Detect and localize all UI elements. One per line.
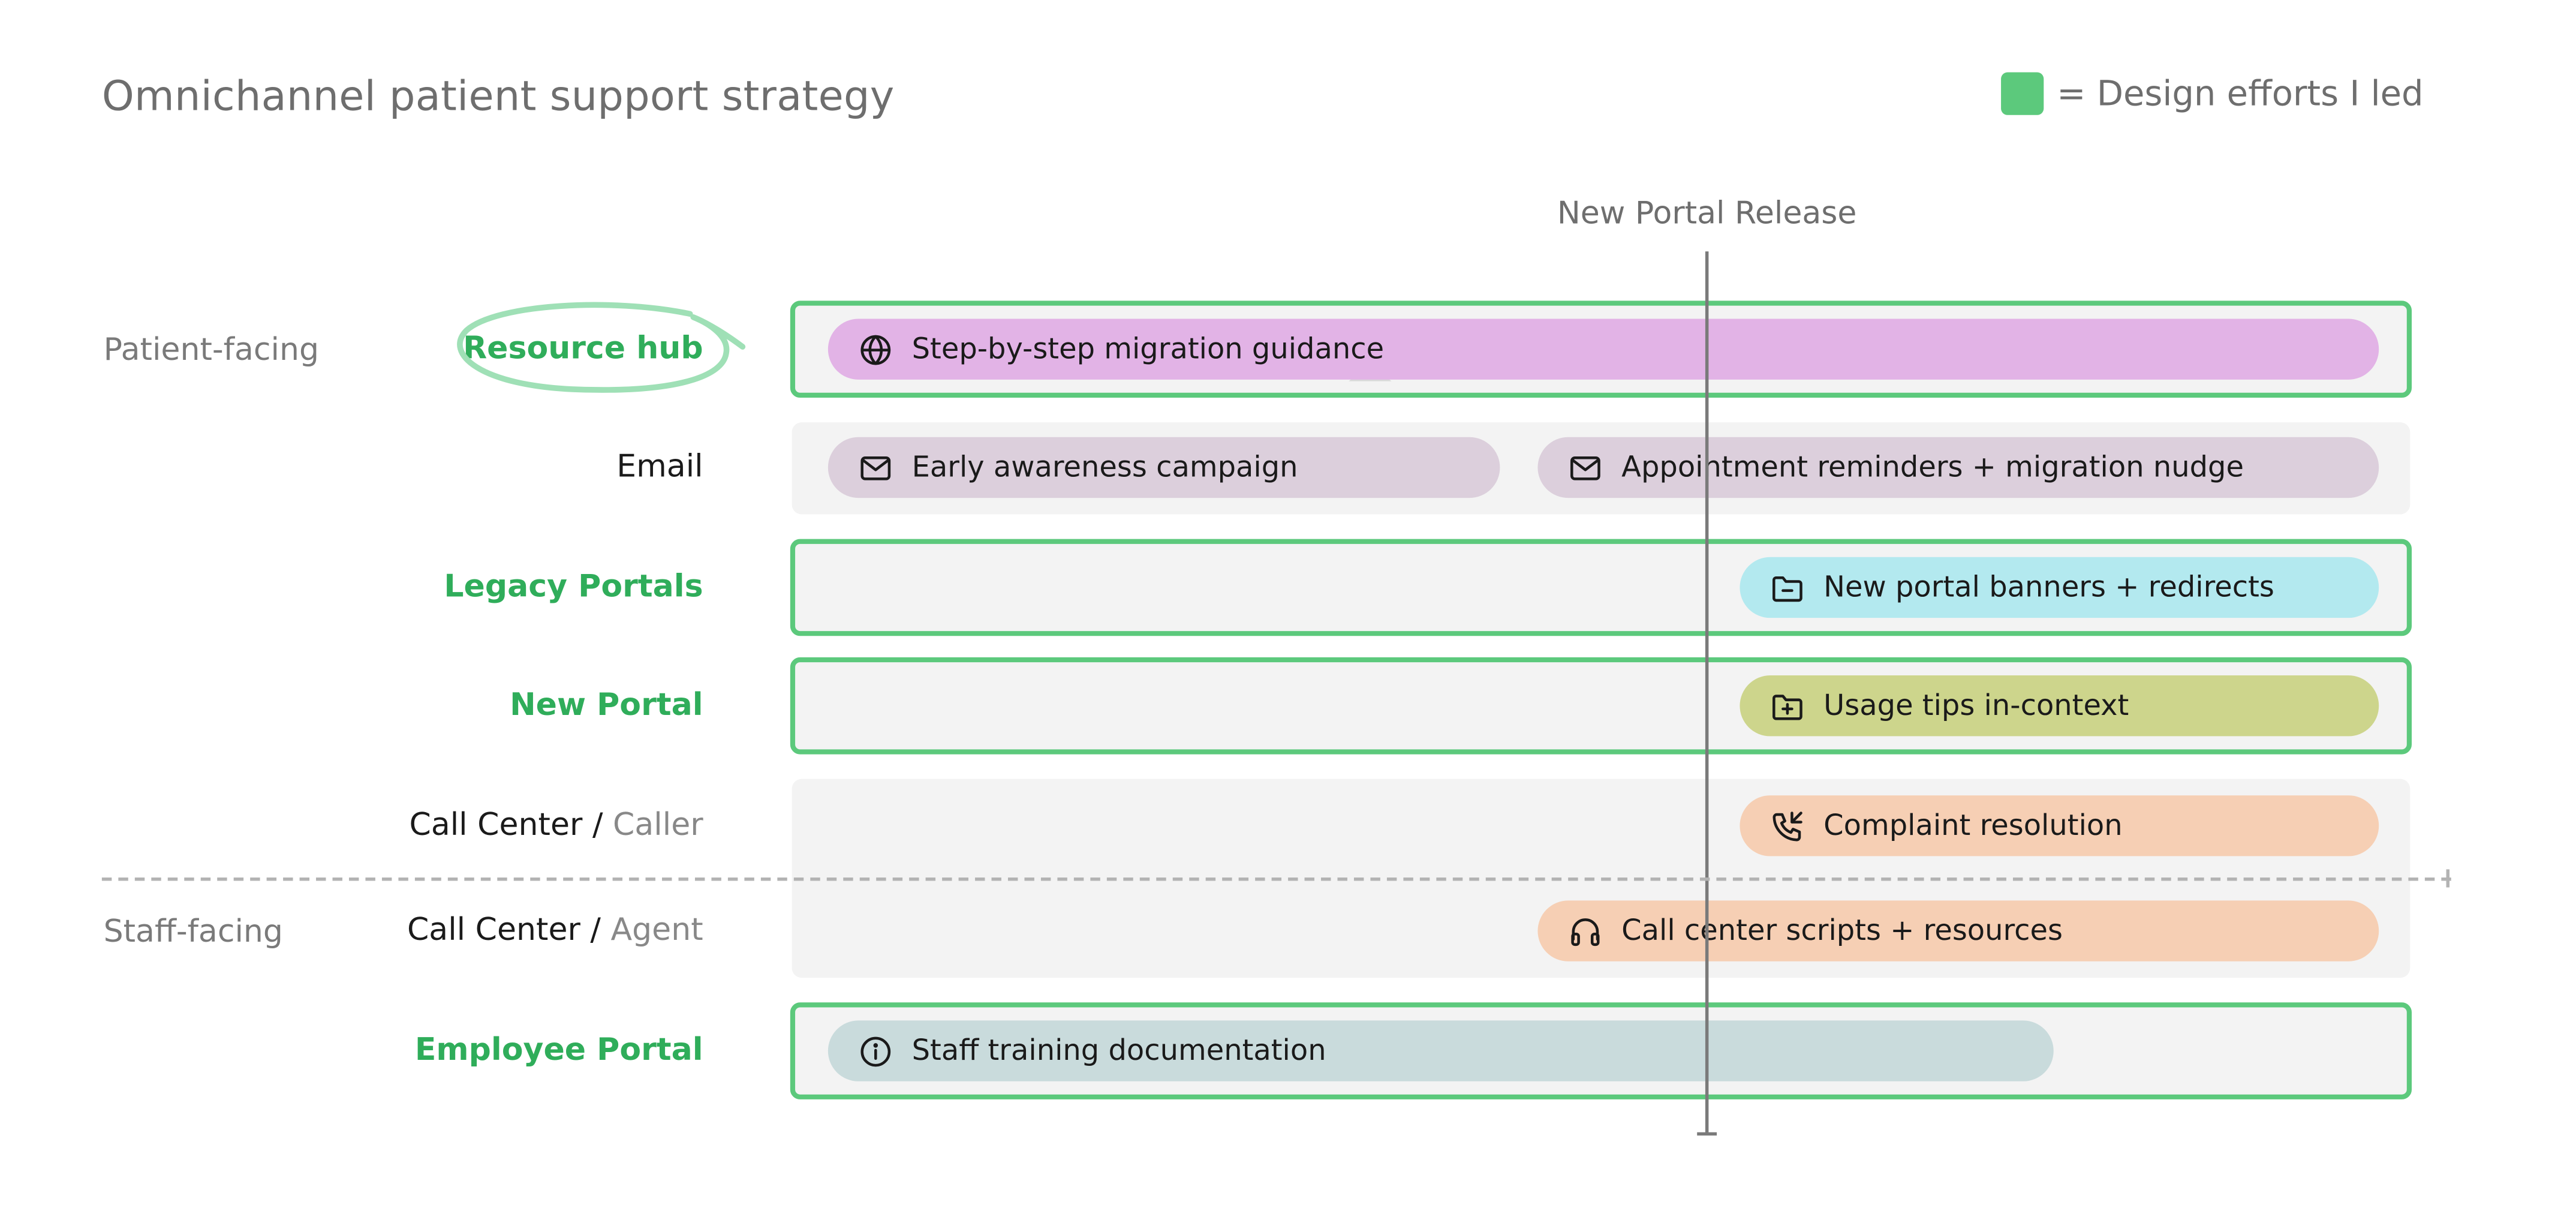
highlight-circle — [457, 302, 746, 393]
row-label-text: Resource hub — [463, 330, 703, 366]
bar-usage-tips: Usage tips in-context — [1740, 675, 2379, 737]
bar-complaint-resolution: Complaint resolution — [1740, 795, 2379, 857]
row-label-text: New Portal — [510, 687, 703, 723]
bar-staff-training: Staff training documentation — [827, 1020, 2054, 1081]
row-label-sub: Caller — [613, 807, 703, 843]
bar-early-awareness: Early awareness campaign — [827, 437, 1500, 498]
folder-minus-icon — [1770, 569, 1805, 605]
headphones-icon — [1567, 913, 1603, 949]
bar-call-center-scripts: Call center scripts + resources — [1537, 900, 2379, 961]
mail-icon — [857, 449, 893, 485]
row-label-text: Legacy Portals — [444, 568, 703, 605]
group-label-staff-facing: Staff-facing — [103, 913, 283, 950]
group-label-patient-facing: Patient-facing — [103, 332, 320, 368]
folder-plus-icon — [1770, 688, 1805, 724]
bar-appointment-reminders: Appointment reminders + migration nudge — [1537, 437, 2379, 498]
row-label-new-portal: New Portal — [510, 687, 703, 723]
bar-label: Complaint resolution — [1823, 809, 2123, 843]
milestone-line-cap — [1697, 1132, 1717, 1136]
info-icon — [857, 1033, 893, 1069]
bar-label: Appointment reminders + migration nudge — [1621, 451, 2244, 484]
legend: = Design efforts I led — [2001, 72, 2424, 115]
row-label-text: Call Center / — [407, 912, 611, 948]
row-label-email: Email — [616, 449, 703, 485]
milestone-label: New Portal Release — [1557, 196, 1857, 232]
row-label-call-center-agent: Call Center / Agent — [407, 912, 703, 948]
bar-label: Usage tips in-context — [1823, 689, 2129, 723]
phone-incoming-icon — [1770, 808, 1805, 844]
bar-label: Staff training documentation — [911, 1034, 1326, 1068]
bar-label: Early awareness campaign — [911, 451, 1298, 484]
row-label-resource-hub: Resource hub — [463, 330, 703, 366]
row-label-text: Employee Portal — [414, 1032, 703, 1068]
legend-label: = Design efforts I led — [2057, 74, 2424, 114]
row-label-employee-portal: Employee Portal — [415, 1032, 703, 1068]
globe-icon — [857, 331, 893, 367]
row-label-sub: Agent — [610, 912, 703, 948]
row-label-call-center-caller: Call Center / Caller — [409, 807, 703, 843]
diagram-title: Omnichannel patient support strategy — [101, 72, 895, 121]
bar-migration-guidance: Step-by-step migration guidance — [827, 318, 2379, 380]
row-label-text: Email — [616, 448, 703, 485]
audience-divider — [101, 878, 2451, 881]
bar-label: Step-by-step migration guidance — [911, 332, 1385, 366]
row-label-text: Call Center / — [409, 807, 613, 843]
bar-label: Call center scripts + resources — [1621, 914, 2063, 948]
bar-portal-banners: New portal banners + redirects — [1740, 557, 2379, 618]
bar-label: New portal banners + redirects — [1823, 571, 2274, 604]
milestone-line — [1705, 251, 1709, 1134]
mail-icon — [1567, 449, 1603, 485]
row-label-legacy-portals: Legacy Portals — [444, 569, 703, 605]
legend-swatch — [2001, 72, 2044, 115]
track-new-portal — [790, 657, 2412, 755]
